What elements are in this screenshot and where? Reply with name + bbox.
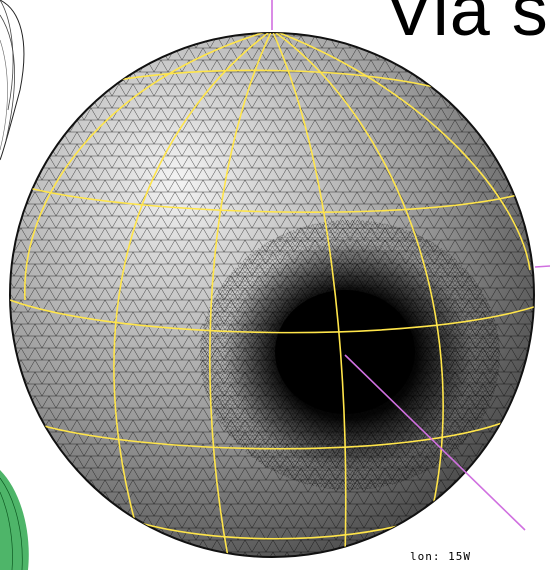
- longitude-line: [113, 33, 273, 541]
- left-neighbor-fragment-bottom: [0, 470, 29, 571]
- left-neighbor-fragment-top: [0, 0, 25, 161]
- axis-line-right: [534, 265, 550, 268]
- longitude-line: [24, 33, 273, 301]
- longitude-readout: lon: 15W: [410, 550, 471, 563]
- latitude-line: [129, 519, 421, 540]
- latitude-line: [17, 184, 534, 213]
- slide-heading-fragment: Via s: [385, 0, 549, 51]
- axis-line-diagonal: [344, 354, 526, 531]
- longitude-line: [271, 33, 531, 271]
- latitude-line: [39, 419, 511, 450]
- latitude-line: [10, 299, 534, 334]
- longitude-line: [209, 33, 273, 557]
- longitude-line: [271, 33, 444, 521]
- longitude-line: [271, 33, 347, 557]
